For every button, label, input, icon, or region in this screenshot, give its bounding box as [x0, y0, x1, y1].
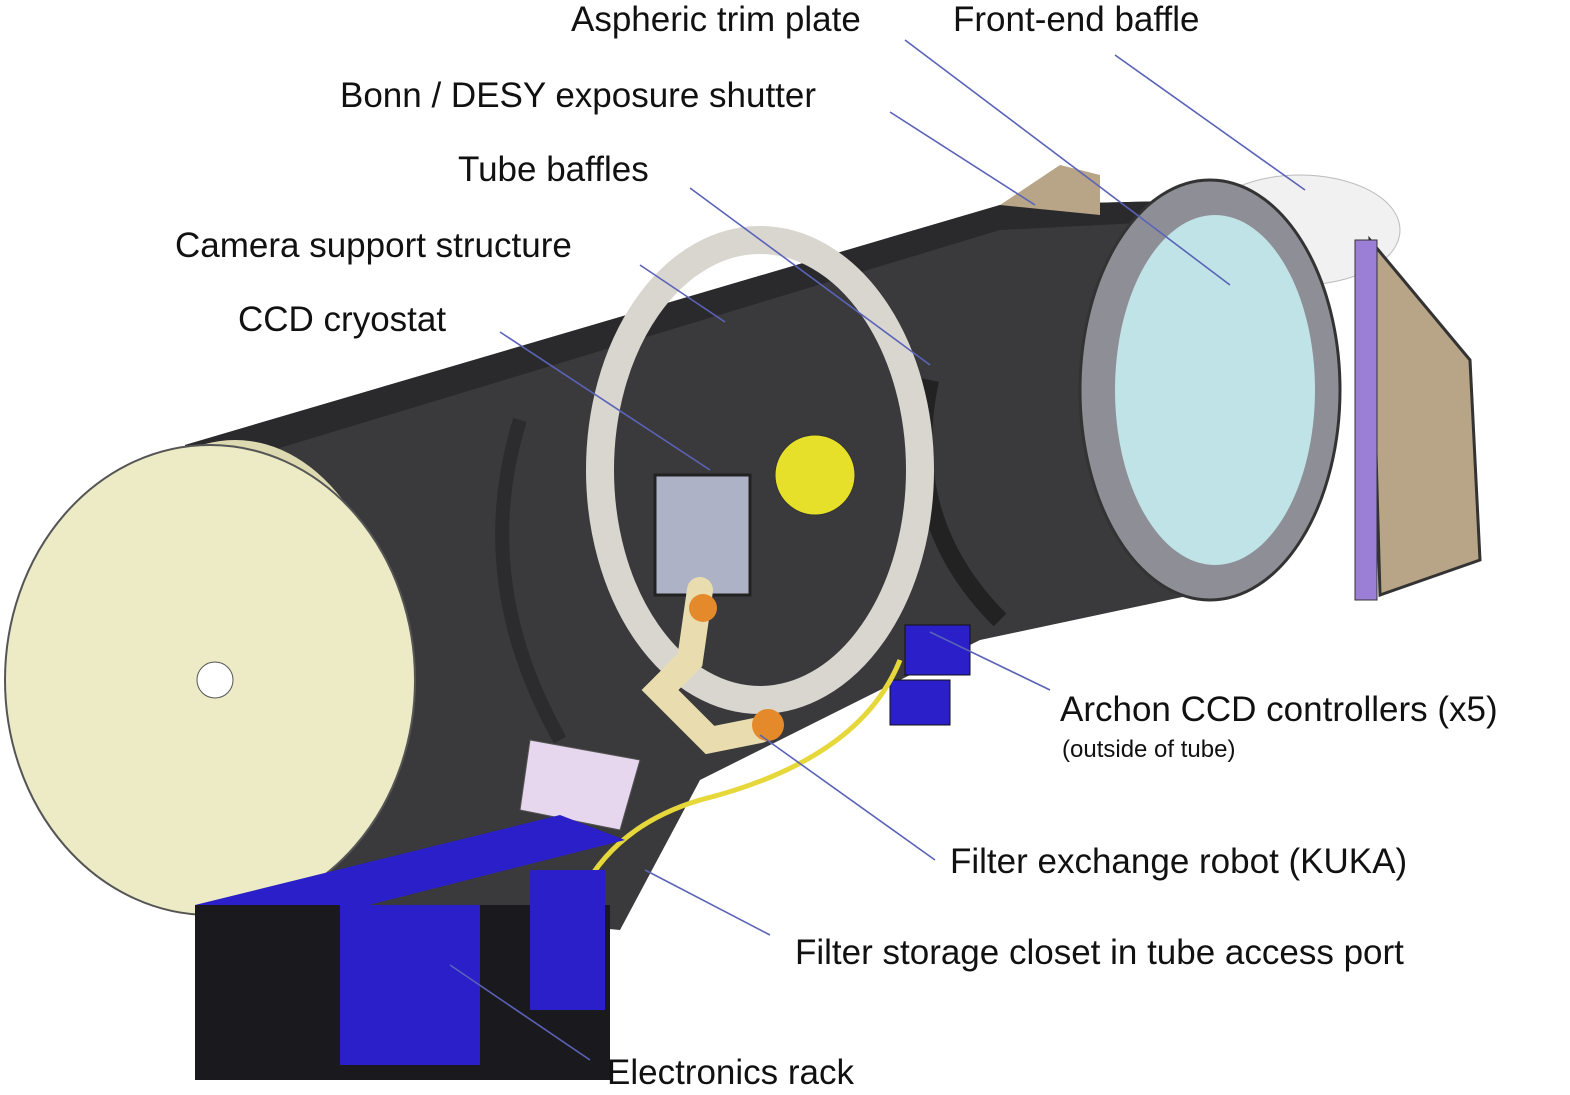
label-filter-robot: Filter exchange robot (KUKA)	[950, 842, 1408, 881]
label-ccd-cryostat: CCD cryostat	[238, 300, 447, 339]
rear-cap-hole	[196, 661, 234, 699]
leader-line-closet	[644, 869, 771, 936]
label-aspheric-trim-plate: Aspheric trim plate	[571, 0, 861, 39]
shutter-plate	[1000, 165, 1100, 215]
leader-line-front-baffle	[1114, 54, 1306, 191]
archon-controller-box	[904, 624, 971, 676]
rack-blue-panel	[530, 870, 605, 1010]
label-electronics-rack: Electronics rack	[607, 1053, 855, 1092]
kuka-robot	[641, 577, 773, 755]
shutter-rail	[1354, 239, 1378, 601]
leader-line-robot	[759, 734, 936, 861]
aspheric-trim-plate-glass	[1115, 215, 1315, 565]
robot-orange-joint	[752, 709, 784, 741]
leader-lines	[449, 39, 1306, 1061]
leader-line-shutter	[889, 111, 1036, 206]
filter-storage-closet	[519, 739, 641, 831]
front-baffle-panel	[1368, 235, 1482, 598]
robot-orange-joint	[689, 594, 717, 622]
leader-line-tube-baffles	[689, 187, 931, 366]
tube-baffle-arc	[495, 417, 567, 744]
leader-line-archon	[929, 631, 1051, 691]
archon-controller-box	[889, 679, 951, 726]
tube-top-rim	[185, 200, 1210, 460]
leader-line-aspheric	[904, 39, 1231, 286]
rack-blue-panel	[340, 905, 480, 1065]
cryostat-yellow-part	[774, 434, 856, 516]
label-archon: Archon CCD controllers (x5)	[1060, 690, 1498, 729]
leader-line-camera-support	[639, 264, 726, 323]
label-front-end-baffle: Front-end baffle	[953, 0, 1200, 39]
leader-line-rack	[449, 964, 591, 1061]
rack-top	[195, 815, 625, 930]
label-exposure-shutter: Bonn / DESY exposure shutter	[340, 76, 817, 115]
ccd-cryostat	[653, 473, 752, 597]
label-archon-note: (outside of tube)	[1062, 736, 1236, 763]
leader-line-cryostat	[499, 331, 711, 471]
label-camera-support: Camera support structure	[175, 226, 572, 265]
yellow-cable	[567, 659, 903, 921]
label-filter-closet: Filter storage closet in tube access por…	[795, 933, 1404, 972]
label-tube-baffles: Tube baffles	[458, 150, 649, 189]
